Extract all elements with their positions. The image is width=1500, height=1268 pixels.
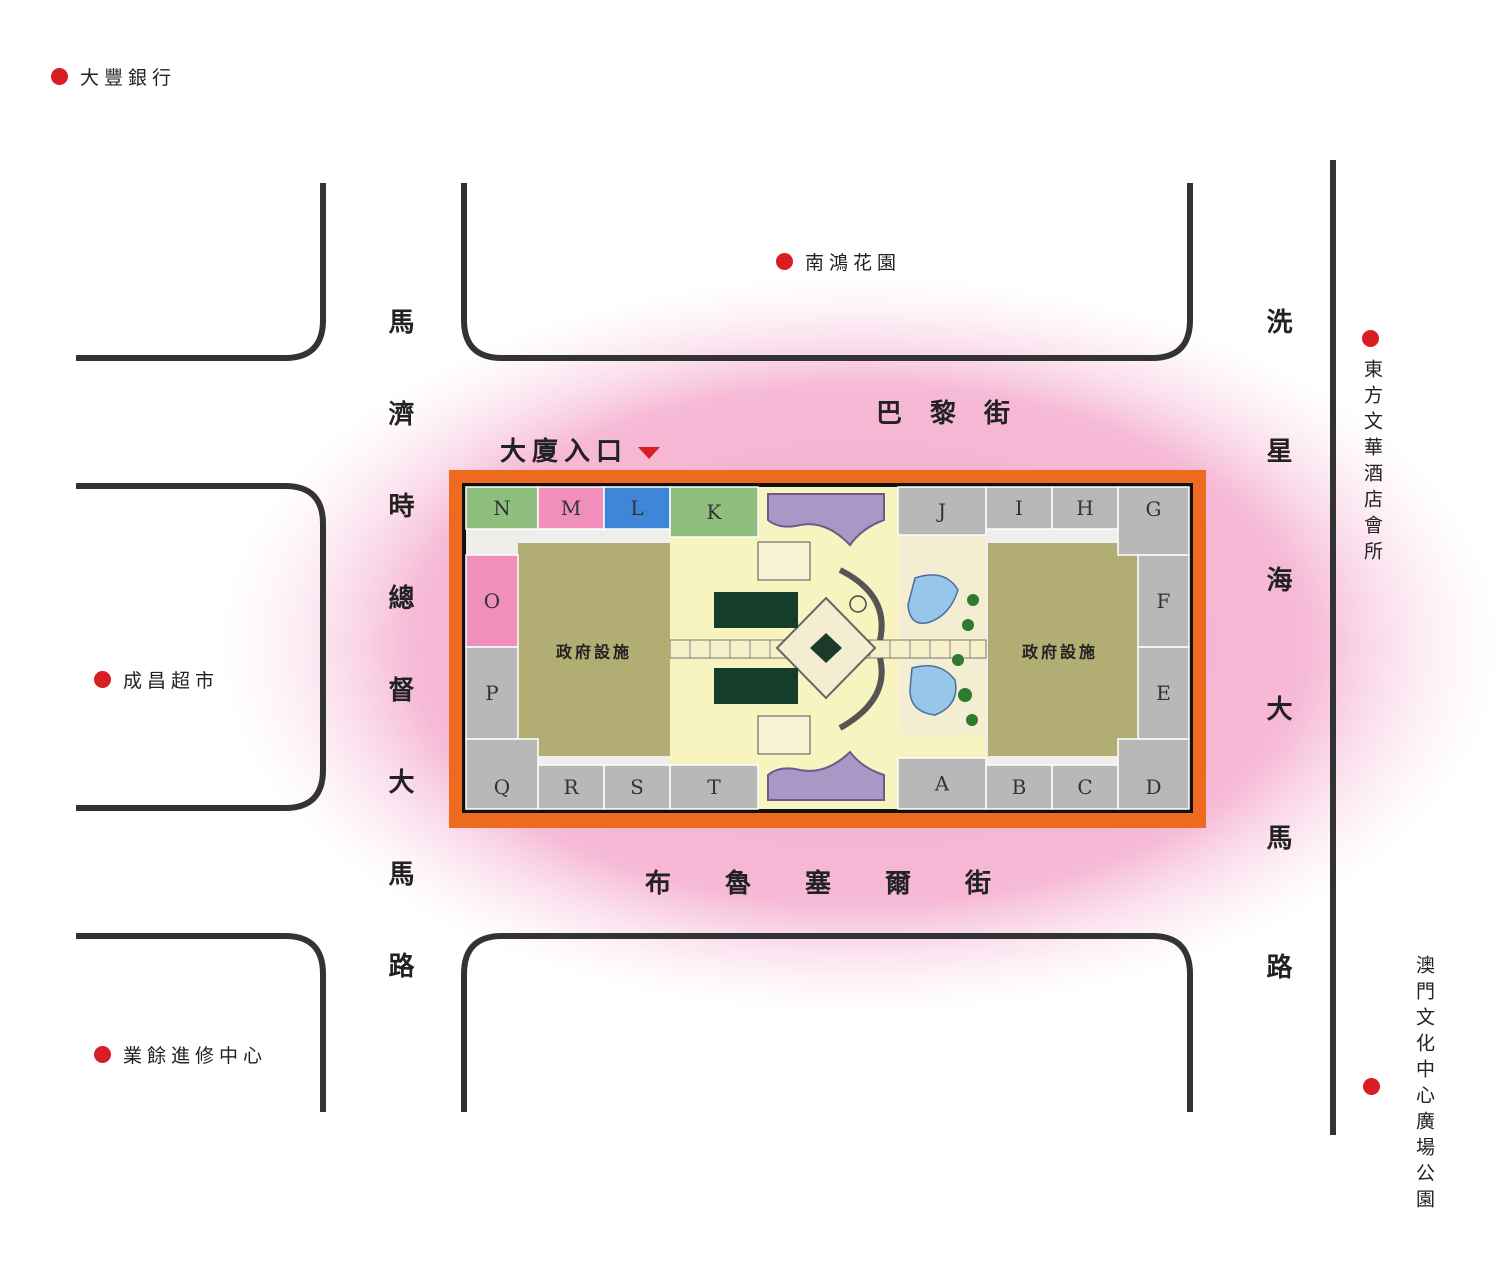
poi-cultural-plaza: 澳門文化中心廣場公園 [1413, 955, 1435, 1215]
pool-south [714, 668, 798, 704]
unit-l [603, 486, 671, 530]
block-north [461, 183, 1193, 361]
poi-dot-icon [1362, 330, 1379, 347]
poi-supermarket-label: 成昌超市 [123, 670, 220, 692]
unit-i [985, 486, 1053, 530]
block-southwest [76, 933, 326, 1112]
unit-e-label: E [1156, 681, 1171, 705]
poi-bank-label: 大豐銀行 [80, 67, 177, 89]
unit-k [669, 486, 759, 538]
pond [907, 574, 959, 716]
poi-bank: 大豐銀行 [51, 63, 176, 90]
poi-dot-icon [776, 253, 793, 270]
planter-north [767, 493, 885, 547]
pool-north [714, 592, 798, 628]
unit-j-label: J [936, 499, 946, 523]
unit-p-label: P [485, 681, 498, 705]
block-south [461, 933, 1193, 1112]
unit-j [897, 486, 987, 536]
street-outlines [76, 160, 1336, 1135]
unit-q [465, 738, 539, 810]
unit-cells: N M L K J I H G O P F E Q R S T A B C D [465, 486, 1190, 810]
unit-g [1117, 486, 1190, 556]
poi-garden-label: 南鴻花園 [805, 252, 902, 274]
poi-hotel: 東方文華酒店會所 [1361, 330, 1383, 567]
poi-cultural-plaza-label: 澳門文化中心廣場公園 [1413, 955, 1435, 1215]
fountain-icon [849, 595, 867, 613]
unit-f [1137, 554, 1190, 648]
unit-n-label: N [493, 496, 511, 520]
poi-education: 業餘進修中心 [94, 1041, 267, 1068]
block-west-middle [76, 483, 326, 811]
road-north-label: 巴黎街 [876, 399, 1039, 429]
block-northwest [76, 183, 326, 361]
unit-k-label: K [707, 500, 723, 524]
unit-c-label: C [1077, 775, 1092, 799]
poi-cultural-plaza-dot-icon [1363, 1078, 1380, 1095]
stairs-north [757, 541, 811, 581]
unit-b [985, 764, 1053, 810]
unit-t-label: T [707, 775, 721, 799]
stairs-south [757, 715, 811, 755]
gov-facility-right-block [988, 543, 1138, 756]
poi-garden: 南鴻花園 [776, 248, 901, 275]
unit-d [1117, 738, 1190, 810]
unit-h-label: H [1076, 496, 1093, 520]
unit-h [1051, 486, 1119, 530]
unit-s [603, 764, 671, 810]
poi-hotel-label: 東方文華酒店會所 [1361, 359, 1383, 567]
stairs [757, 541, 811, 755]
unit-f-label: F [1157, 589, 1171, 613]
arc-south [838, 657, 885, 731]
entrance-text: 大廈入口 [500, 437, 629, 467]
gov-facility-left-label: 政府設施 [556, 643, 632, 662]
unit-m-label: M [561, 496, 581, 520]
unit-a [897, 757, 987, 810]
poi-education-label: 業餘進修中心 [123, 1045, 268, 1067]
building-site: 政府設施 政府設施 N M L K J I H G O P F E Q R S T A B C D [449, 470, 1206, 828]
trees [952, 594, 979, 726]
arc-north [838, 567, 885, 641]
unit-r [537, 764, 605, 810]
road-west-label: 馬濟時總督大馬路 [384, 308, 414, 1044]
poi-dot-icon [94, 671, 111, 688]
unit-d-label: D [1145, 775, 1161, 799]
poi-dot-icon [51, 68, 68, 85]
unit-p [465, 646, 519, 740]
road-south-label: 布魯塞爾街 [645, 869, 1046, 899]
unit-b-label: B [1012, 775, 1027, 799]
unit-l-label: L [630, 496, 643, 520]
unit-s-label: S [630, 775, 644, 799]
poi-supermarket: 成昌超市 [94, 666, 219, 693]
planter-south [767, 750, 885, 801]
unit-o-label: O [484, 589, 500, 613]
gov-facility-left-block [518, 543, 670, 756]
unit-g-label: G [1146, 497, 1162, 521]
poi-dot-icon [94, 1046, 111, 1063]
diamond-core [810, 633, 842, 663]
unit-o [465, 554, 519, 648]
unit-i-label: I [1015, 496, 1023, 520]
gov-facility-right-label: 政府設施 [1022, 643, 1098, 662]
unit-c [1051, 764, 1119, 810]
triangle-down-icon [638, 446, 661, 459]
unit-r-label: R [563, 775, 579, 799]
entrance-label: 大廈入口 [500, 431, 661, 468]
unit-t [669, 764, 759, 810]
unit-q-label: Q [494, 775, 510, 799]
unit-a-label: A [934, 772, 950, 796]
road-east-label: 洗星海大馬路 [1262, 308, 1292, 1082]
